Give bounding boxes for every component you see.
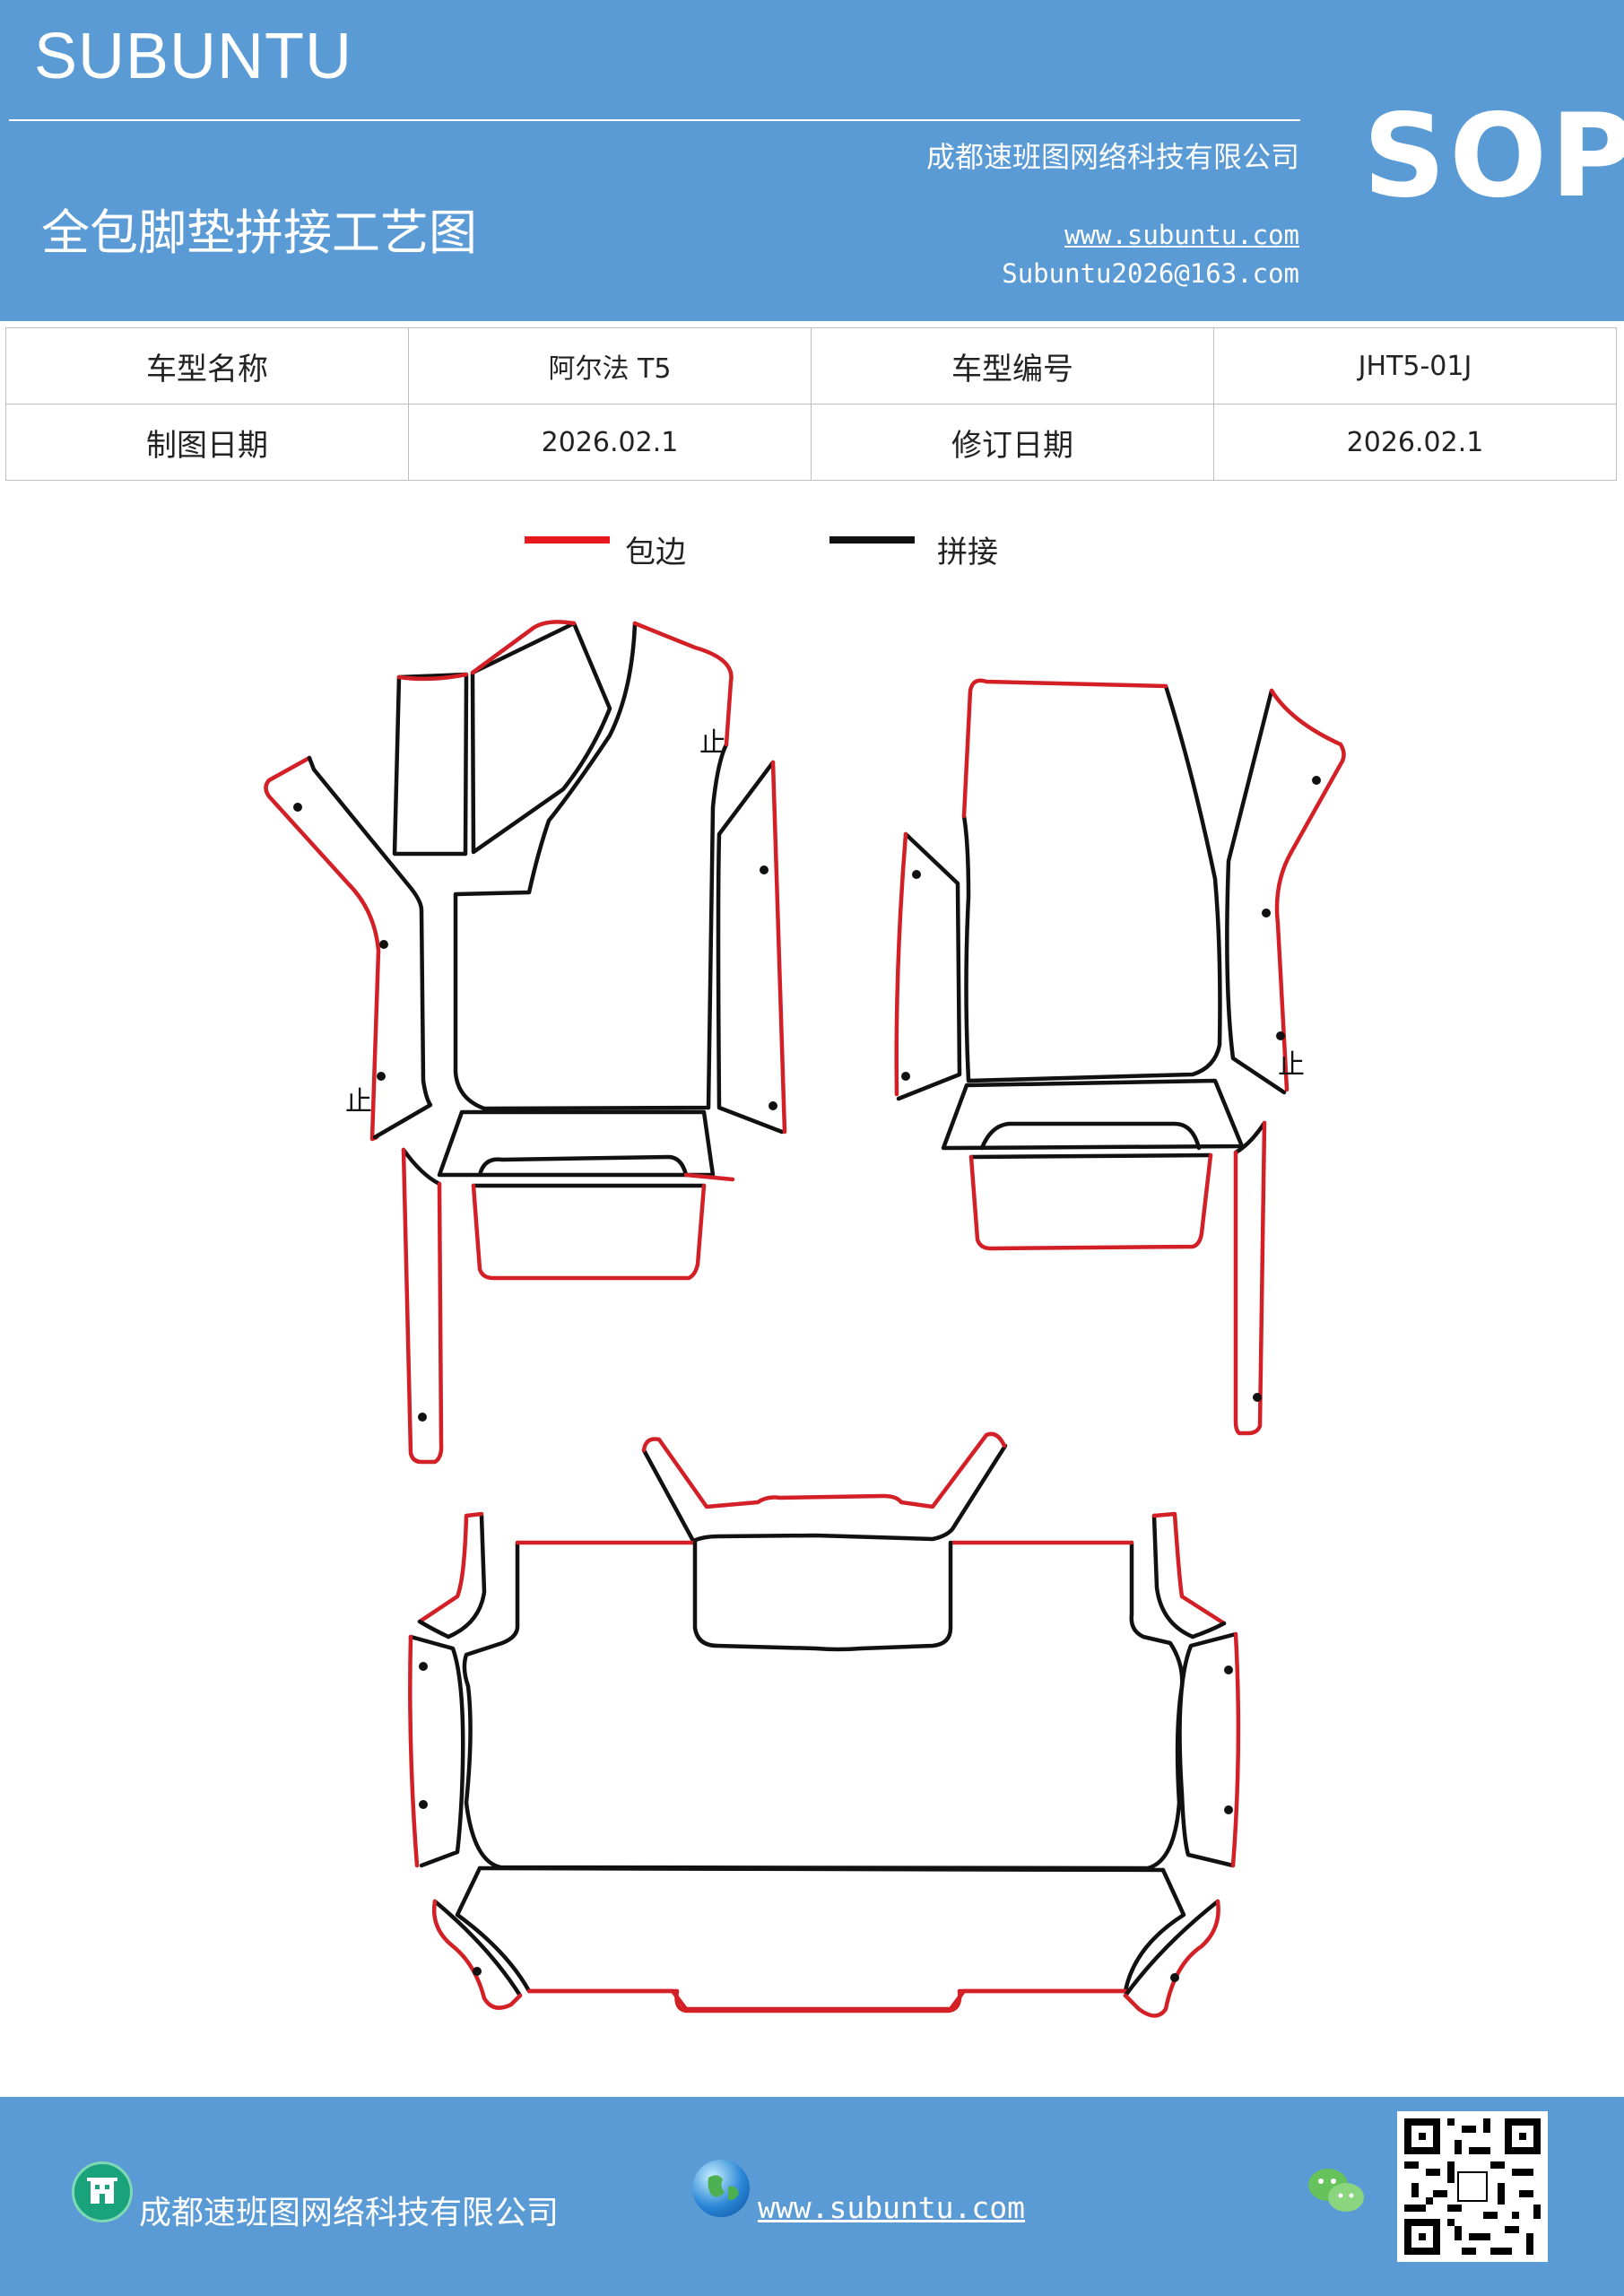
stop-mark: 止	[699, 727, 726, 759]
qr-code-icon[interactable]	[1397, 2111, 1548, 2262]
mat-piece-front-left-strip	[401, 1147, 442, 1187]
document-title: 全包脚垫拼接工艺图	[41, 204, 477, 261]
footer-website-link[interactable]: www.subuntu.com	[758, 2190, 1026, 2225]
wechat-icon	[1305, 2163, 1368, 2217]
mat-piece-rear-right-side	[1177, 1631, 1238, 1868]
value-draw-date: 2026.02.1	[408, 404, 812, 481]
label-model-code: 车型编号	[811, 327, 1214, 404]
building-icon	[72, 2161, 133, 2222]
mat-piece-side-right	[716, 760, 785, 1135]
table-row: 制图日期 2026.02.1 修订日期 2026.02.1	[5, 404, 1617, 481]
mat-piece-front-right-side-right	[1225, 688, 1287, 1095]
table-row: 车型名称 阿尔法 T5 车型编号 JHT5-01J	[5, 327, 1617, 404]
mat-piece-rear-top-tab	[690, 1443, 1008, 1544]
stop-mark: 止	[1278, 1049, 1305, 1081]
legend-label-edge: 包边	[625, 535, 686, 570]
mat-piece-rear-center-box	[692, 1540, 953, 1652]
floor-mat-pattern-drawing: 止 止 止	[264, 620, 1346, 2018]
globe-icon	[692, 2160, 750, 2217]
mat-piece-polygon	[470, 621, 612, 855]
mat-piece-front-left-main	[453, 621, 729, 1111]
brand-name: SUBUNTU	[34, 21, 353, 92]
mat-piece-narrow-strip	[392, 672, 469, 857]
value-model-name: 阿尔法 T5	[408, 327, 812, 404]
mat-piece-rear-left-top	[446, 1513, 487, 1639]
value-revise-date: 2026.02.1	[1213, 404, 1617, 481]
mat-piece-front-right-box	[968, 1152, 1213, 1160]
mat-piece-rear-corner-left	[432, 1899, 523, 1998]
label-model-name: 车型名称	[5, 327, 409, 404]
company-name: 成都速班图网络科技有限公司	[925, 140, 1299, 174]
mat-piece-front-right-main	[961, 683, 1222, 1083]
website-link[interactable]: www.subuntu.com	[1064, 220, 1299, 250]
sop-badge: SOP	[1363, 90, 1624, 223]
value-model-code: JHT5-01J	[1213, 327, 1617, 404]
footer-banner: 成都速班图网络科技有限公司 www.subuntu.com	[0, 2097, 1624, 2296]
header-divider	[9, 119, 1300, 121]
footer-company-name: 成都速班图网络科技有限公司	[139, 2195, 560, 2231]
label-revise-date: 修订日期	[811, 404, 1214, 481]
label-draw-date: 制图日期	[5, 404, 409, 481]
mat-piece-left-diagonal	[264, 755, 381, 1142]
legend-swatch-seam	[829, 536, 915, 544]
mat-piece-rear-left-side	[408, 1634, 465, 1868]
email-address: Subuntu2026@163.com	[1002, 258, 1299, 289]
vehicle-info-table: 车型名称 阿尔法 T5 车型编号 JHT5-01J 制图日期 2026.02.1…	[5, 327, 1617, 481]
mat-piece-front-right-side-left	[896, 831, 962, 1101]
header-banner: SUBUNTU 成都速班图网络科技有限公司 全包脚垫拼接工艺图 www.subu…	[0, 0, 1624, 321]
mat-piece-rear-right-top	[1151, 1513, 1195, 1639]
mat-piece-front-right-strip	[1233, 1120, 1267, 1155]
fastener-dots	[293, 776, 1321, 1982]
mat-piece-rear-lower	[455, 1866, 1186, 1994]
mat-piece-rear-corner-right	[1123, 1899, 1220, 1998]
stop-mark: 止	[345, 1086, 372, 1118]
mat-piece-rear-main	[462, 1540, 1185, 1871]
legend-label-seam: 拼接	[937, 535, 998, 570]
mat-piece-front-left-lower	[437, 1109, 716, 1178]
legend-swatch-edge	[525, 536, 610, 544]
